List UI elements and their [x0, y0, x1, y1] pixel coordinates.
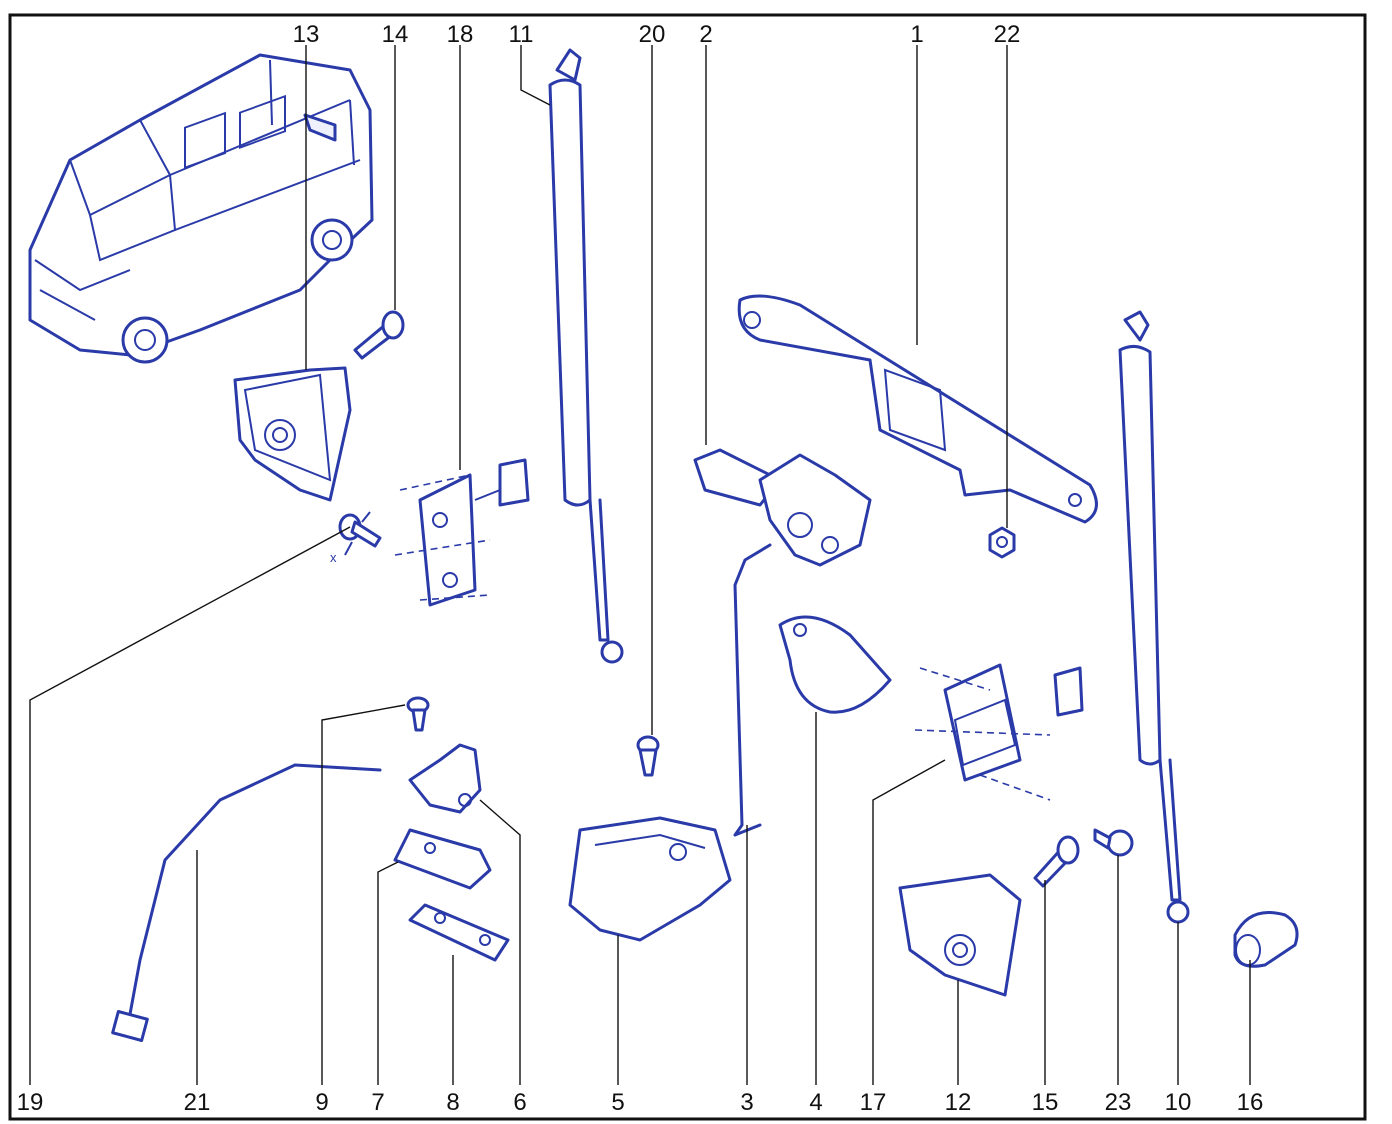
- part-20-bolt: [636, 735, 660, 777]
- part-21-cable: [111, 763, 382, 1043]
- callout-4: 4: [809, 1089, 822, 1116]
- part-16-bumper: [1233, 911, 1299, 968]
- callout-12: 12: [945, 1089, 972, 1116]
- callout-10: 10: [1165, 1089, 1192, 1116]
- van-illustration: [28, 53, 374, 364]
- part-19-screw: x: [330, 511, 382, 565]
- callout-1: 1: [910, 21, 923, 48]
- part-7-plate: [393, 828, 492, 890]
- callout-23: 23: [1105, 1089, 1132, 1116]
- callout-8: 8: [446, 1089, 459, 1116]
- callout-22: 22: [994, 21, 1021, 48]
- callout-13: 13: [293, 21, 320, 48]
- callouts-top: 13 14 18 11 20 2 1 22: [293, 21, 1021, 48]
- part-6-striker: [408, 743, 482, 814]
- part-10-gas-strut: [1118, 310, 1190, 924]
- callout-19: 19: [17, 1089, 44, 1116]
- callout-16: 16: [1237, 1089, 1264, 1116]
- dimension-marker-x: x: [330, 550, 337, 565]
- part-2-actuator-motor: [693, 448, 872, 567]
- callout-21: 21: [184, 1089, 211, 1116]
- part-12-hinge-bracket: [898, 873, 1022, 997]
- callouts-bottom: 19 21 9 7 8 6 5 3 4 17 12 15 23 10 16: [17, 1089, 1264, 1116]
- callout-9: 9: [315, 1089, 328, 1116]
- callout-18: 18: [447, 21, 474, 48]
- callout-3: 3: [740, 1089, 753, 1116]
- part-9-clip: [406, 696, 430, 732]
- callout-11: 11: [509, 21, 534, 48]
- part-11-gas-strut: [548, 48, 624, 664]
- callout-7: 7: [371, 1089, 384, 1116]
- callout-5: 5: [611, 1089, 624, 1116]
- part-23-screw: [1093, 828, 1134, 857]
- diagram-frame: [8, 13, 1367, 1121]
- callout-2: 2: [699, 21, 712, 48]
- callout-15: 15: [1032, 1089, 1059, 1116]
- part-17-latch-plate: [914, 663, 1084, 801]
- part-15-screw: [1033, 835, 1080, 888]
- part-14-screw: [353, 310, 405, 360]
- part-22-nut: [988, 526, 1016, 559]
- callout-14: 14: [382, 21, 409, 48]
- leader-lines: [29, 45, 1251, 1085]
- part-18-latch-plate: [394, 458, 530, 607]
- callout-17: 17: [860, 1089, 887, 1116]
- callout-20: 20: [639, 21, 666, 48]
- part-3-rod: [733, 543, 772, 837]
- part-8-shim: [408, 903, 510, 962]
- part-13-hinge-bracket: [233, 366, 352, 502]
- part-5-lock-body: [568, 816, 732, 942]
- part-4-cap-cover: [778, 615, 892, 714]
- callout-6: 6: [513, 1089, 526, 1116]
